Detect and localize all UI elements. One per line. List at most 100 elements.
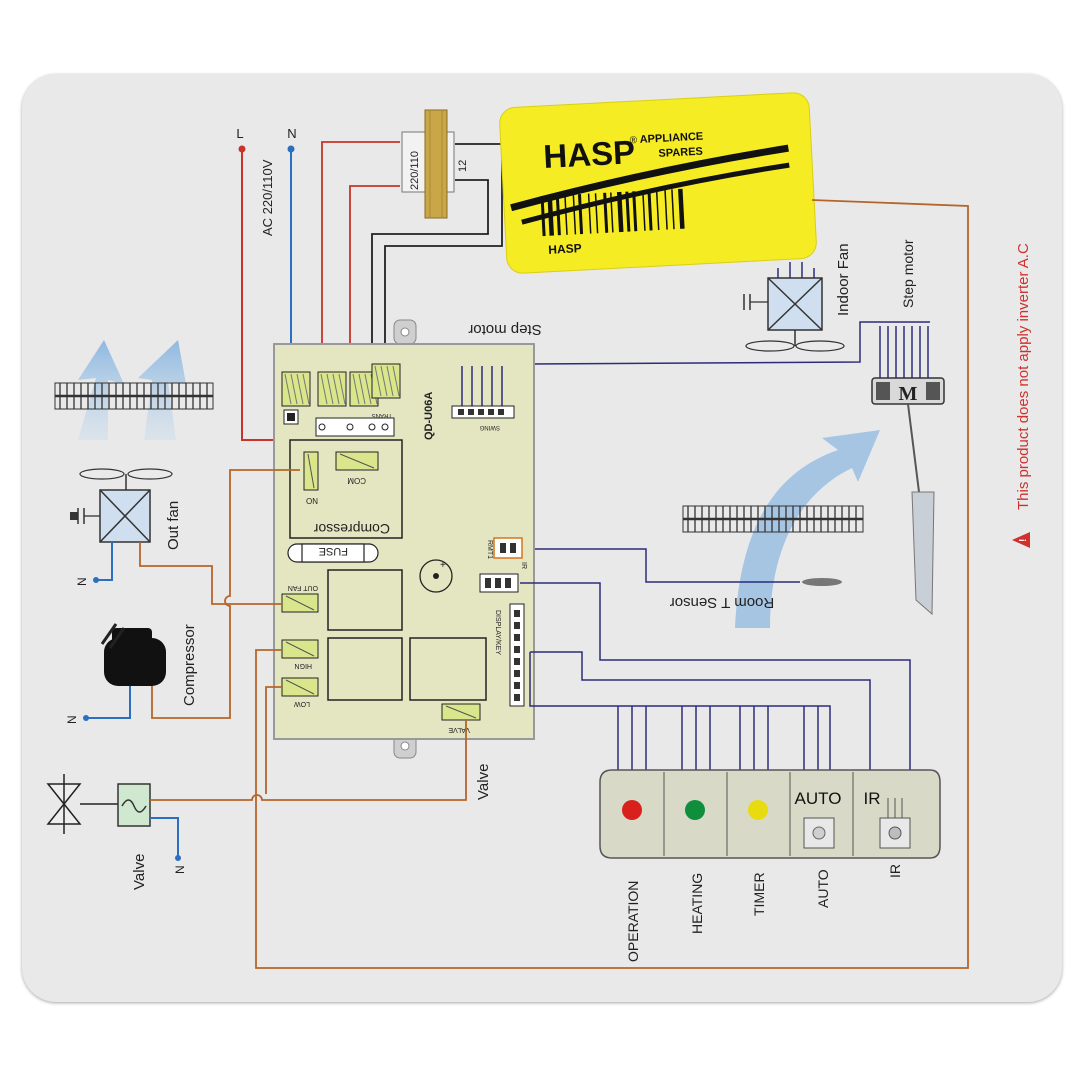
transformer-core	[424, 109, 448, 219]
compressor-pipe-1	[100, 623, 118, 645]
rmt1-label: RMT1	[486, 540, 493, 559]
outdoor-airflow-arrow-left	[78, 340, 124, 440]
compressor-relay: COM NO Compressor	[289, 439, 403, 539]
display-pin	[514, 646, 520, 653]
out-fan-neutral: N	[75, 577, 89, 586]
step-motor-right-label: Step motor	[900, 239, 916, 308]
relay-1	[327, 569, 403, 631]
brand-sticker: HASP ® APPLIANCE SPARES HASP	[499, 92, 817, 274]
out-fan: Out fan N	[70, 468, 282, 605]
out-fan-connector: OUT FAN	[281, 584, 319, 613]
ir-title: IR	[864, 789, 881, 808]
compressor-label: Compressor	[181, 624, 198, 706]
barcode-bar	[547, 195, 555, 236]
control-board: TRANS QD-U06A SWING	[273, 319, 535, 759]
outdoor-airflow-arrow-right	[138, 340, 186, 440]
relay-3	[409, 637, 487, 701]
timer-led	[748, 800, 768, 820]
ir-connector: IR	[479, 562, 527, 593]
trans-label: TRANS	[372, 412, 392, 418]
barcode-bar	[616, 191, 624, 233]
ir-label-panel: IR	[887, 864, 903, 878]
operation-led	[622, 800, 642, 820]
room-sensor-label: Room T Sensor	[670, 594, 775, 611]
signal-wires	[520, 582, 911, 770]
auto-title: AUTO	[795, 789, 842, 808]
barcode-bar	[625, 191, 631, 232]
barcode-bar	[564, 194, 568, 235]
low-connector-label: LOW	[294, 700, 310, 707]
indoor-fan-blade-left	[745, 340, 795, 352]
display-pin	[514, 682, 520, 689]
high-connector-label: HIGN	[295, 662, 313, 669]
valve-label: Valve	[475, 764, 492, 800]
display-key-label: DISPLAY/KEY	[494, 610, 501, 655]
low-speed-wire	[265, 686, 282, 794]
barcode-bar	[555, 195, 561, 236]
compressor-neutral: N	[65, 715, 79, 724]
relay-2	[327, 637, 403, 701]
heating-label: HEATING	[689, 873, 705, 934]
barcode-bar	[647, 190, 653, 231]
compressor-body	[104, 638, 166, 686]
barcode-bar	[678, 188, 685, 229]
louver-blade	[911, 491, 935, 616]
barcode-bar	[671, 189, 675, 230]
compressor-pipe-2	[108, 627, 126, 649]
barcode-bar	[655, 190, 660, 231]
valve: Valve N Valve	[46, 720, 492, 890]
high-connector: HIGN	[281, 639, 319, 669]
valve-connector: VALVE	[441, 703, 481, 733]
out-fan-blade-left	[79, 468, 125, 480]
room-sensor: Room T Sensor	[522, 548, 842, 611]
warning: This product does not apply inverter A.C…	[1012, 243, 1032, 548]
compressor-block-label: Compressor	[313, 521, 390, 537]
indoor-airflow	[682, 430, 880, 628]
display-pin	[514, 634, 520, 641]
display-connector: DISPLAY/KEY	[494, 603, 525, 707]
warning-icon	[1012, 532, 1030, 548]
sticker-swoosh-1	[510, 144, 789, 212]
ir-label: IR	[520, 562, 527, 569]
valve-connector-label: VALVE	[448, 726, 470, 733]
fan-speed-wires	[255, 500, 969, 969]
auto-label: AUTO	[815, 869, 831, 908]
power-connectors	[281, 363, 401, 407]
transformer-secondary-label: 12	[457, 160, 469, 172]
motor-symbol: M	[899, 383, 918, 405]
auto-button-knob	[812, 826, 826, 840]
sticker-code: HASP	[548, 241, 582, 257]
warning-text: This product does not apply inverter A.C	[1015, 243, 1032, 510]
outdoor-airflow	[54, 340, 214, 440]
buzzer	[419, 559, 453, 593]
barcode-bar	[540, 196, 546, 237]
out-fan-blade-right	[127, 468, 173, 480]
transformer: 220/110 12	[321, 109, 503, 428]
high-speed-wire	[255, 500, 969, 969]
transformer-primary-label: 220/110	[409, 151, 421, 190]
indoor-fan-label: Indoor Fan	[835, 243, 852, 316]
live-label: L	[236, 126, 243, 141]
out-fan-label: Out fan	[165, 501, 182, 550]
sticker-barcode	[540, 188, 685, 237]
fuse: FUSE	[287, 543, 379, 563]
step-motor-shaft	[907, 403, 921, 501]
valve-coil-symbol	[121, 799, 147, 813]
display-pin	[514, 694, 520, 701]
heating-led	[685, 800, 705, 820]
swing-connector: SWING	[451, 366, 515, 430]
buzzer-sign: +	[440, 560, 446, 571]
barcode-bar	[572, 194, 577, 235]
valve-left-label: Valve	[131, 854, 148, 890]
no-label: NO	[306, 496, 318, 505]
compressor-wire	[151, 469, 300, 719]
swing-label: SWING	[479, 424, 500, 430]
room-sensor-probe	[802, 578, 842, 586]
valve-neutral: N	[173, 865, 187, 874]
operation-label: OPERATION	[625, 881, 641, 962]
svg-text:!: !	[1018, 539, 1029, 542]
sticker-line1: APPLIANCE	[639, 131, 703, 146]
display-pin	[514, 622, 520, 629]
indoor-fan-blade-right	[795, 340, 845, 352]
